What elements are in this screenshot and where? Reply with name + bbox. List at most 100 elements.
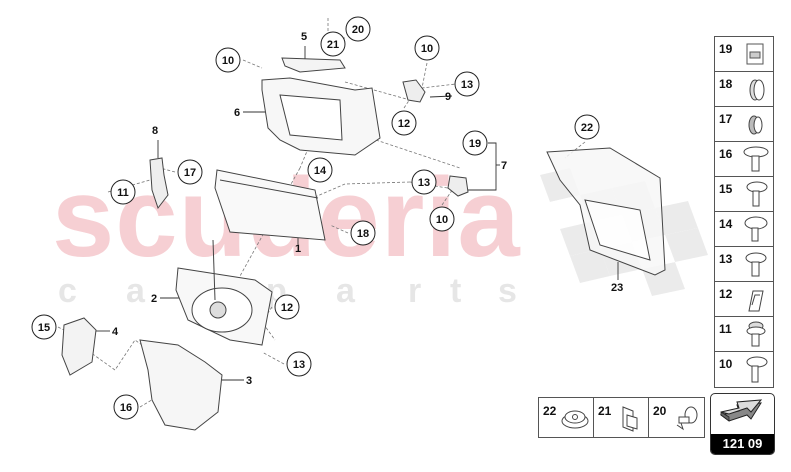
legend-item-14[interactable]: 14 xyxy=(715,212,773,247)
svg-text:12: 12 xyxy=(281,302,293,314)
callout-14[interactable]: 14 xyxy=(307,157,333,183)
svg-text:14: 14 xyxy=(314,165,327,177)
legend-item-12[interactable]: 12 xyxy=(715,282,773,317)
part-label-6: 6 xyxy=(234,107,240,119)
svg-text:11: 11 xyxy=(117,187,129,199)
part-5-strut xyxy=(281,57,346,73)
next-page-button[interactable]: 121 09 xyxy=(710,393,775,455)
callout-22[interactable]: 22 xyxy=(574,114,600,140)
part-label-23: 23 xyxy=(611,282,623,294)
watermark-letter: r xyxy=(408,272,422,310)
part-label-1: 1 xyxy=(295,243,301,255)
legend-item-15[interactable]: 15 xyxy=(715,177,773,212)
callout-21[interactable]: 21 xyxy=(320,31,346,57)
svg-text:10: 10 xyxy=(436,214,448,226)
legend-item-10[interactable]: 10 xyxy=(715,352,773,387)
part-1-radiator xyxy=(214,169,326,241)
part-label-5: 5 xyxy=(301,31,307,43)
legend-item-19[interactable]: 19 xyxy=(715,37,773,72)
legend-number: 14 xyxy=(719,217,733,231)
legend-item-22[interactable]: 22 xyxy=(539,398,594,437)
legend-item-13[interactable]: 13 xyxy=(715,247,773,282)
legend-number: 10 xyxy=(719,357,733,371)
callout-17[interactable]: 17 xyxy=(177,159,203,185)
callout-13[interactable]: 13 xyxy=(411,169,437,195)
legend-number: 16 xyxy=(719,147,733,161)
legend-number: 19 xyxy=(719,42,733,56)
callout-19[interactable]: 19 xyxy=(462,130,488,156)
watermark-letter: t xyxy=(450,272,462,310)
callout-12[interactable]: 12 xyxy=(391,110,417,136)
legend-item-16[interactable]: 16 xyxy=(715,142,773,177)
torx-bolt-icon xyxy=(745,252,767,277)
svg-text:20: 20 xyxy=(352,24,364,36)
grommet-small-icon xyxy=(748,115,763,135)
part-23-air-duct xyxy=(546,147,666,276)
callout-10[interactable]: 10 xyxy=(429,206,455,232)
fastener-legend-bottom: 22 21 20 xyxy=(538,397,705,438)
svg-text:15: 15 xyxy=(38,322,50,334)
svg-text:13: 13 xyxy=(418,177,430,189)
callout-10[interactable]: 10 xyxy=(414,35,440,61)
legend-number: 22 xyxy=(543,404,557,418)
callout-15[interactable]: 15 xyxy=(31,314,57,340)
flange-screw-icon xyxy=(744,216,768,242)
legend-item-20[interactable]: 20 xyxy=(649,398,704,437)
callout-16[interactable]: 16 xyxy=(113,394,139,420)
svg-text:18: 18 xyxy=(357,228,369,240)
part-label-9: 9 xyxy=(445,91,451,103)
expansion-rivet-icon xyxy=(676,406,698,431)
watermark-letter: s xyxy=(498,272,517,310)
legend-number: 13 xyxy=(719,252,733,266)
part-labels: 5 6 9 8 7 1 2 4 3 23 xyxy=(112,31,623,387)
callout-18[interactable]: 18 xyxy=(350,220,376,246)
watermark-letter: a xyxy=(126,272,145,310)
legend-item-11[interactable]: 11 xyxy=(715,317,773,352)
part-9-bracket xyxy=(402,79,426,103)
callouts: 20 21 10 10 13 12 19 14 17 13 11 10 18 2… xyxy=(31,16,600,420)
part-label-3: 3 xyxy=(246,375,252,387)
plug-icon xyxy=(561,410,589,429)
svg-text:19: 19 xyxy=(469,138,481,150)
svg-text:21: 21 xyxy=(327,39,339,51)
legend-number: 18 xyxy=(719,77,733,91)
legend-number: 21 xyxy=(598,404,612,418)
watermark-letter: a xyxy=(336,272,355,310)
svg-text:16: 16 xyxy=(120,402,132,414)
hex-bolt-icon xyxy=(746,321,766,347)
callout-11[interactable]: 11 xyxy=(110,179,136,205)
torx-screw-icon xyxy=(746,181,768,207)
part-7-bracket xyxy=(447,175,469,197)
svg-text:10: 10 xyxy=(421,43,433,55)
callout-20[interactable]: 20 xyxy=(345,16,371,42)
clip-nut-icon xyxy=(622,406,638,432)
legend-number: 11 xyxy=(719,322,732,336)
part-3-wheel-arch xyxy=(139,339,223,431)
part-label-4: 4 xyxy=(112,326,119,338)
callout-12[interactable]: 12 xyxy=(274,294,300,320)
callout-13[interactable]: 13 xyxy=(286,351,312,377)
flange-bolt-icon xyxy=(746,356,768,383)
legend-number: 12 xyxy=(719,287,733,301)
next-page-arrow-icon xyxy=(719,399,763,422)
callout-10[interactable]: 10 xyxy=(215,47,241,73)
flange-screw-icon xyxy=(743,146,769,172)
legend-item-18[interactable]: 18 xyxy=(715,72,773,107)
part-8-bracket xyxy=(149,157,169,210)
legend-number: 20 xyxy=(653,404,667,418)
legend-item-17[interactable]: 17 xyxy=(715,107,773,142)
legend-number: 15 xyxy=(719,182,733,196)
part-label-2: 2 xyxy=(151,293,157,305)
leader-lines xyxy=(57,18,586,408)
clip-icon xyxy=(746,43,764,65)
svg-text:13: 13 xyxy=(461,79,473,91)
svg-text:13: 13 xyxy=(293,359,305,371)
legend-item-21[interactable]: 21 xyxy=(594,398,649,437)
part-6-air-duct xyxy=(261,77,381,156)
grommet-icon xyxy=(749,79,765,101)
part-label-7: 7 xyxy=(501,160,507,172)
callout-13[interactable]: 13 xyxy=(454,71,480,97)
watermark-letter: c xyxy=(58,272,77,310)
